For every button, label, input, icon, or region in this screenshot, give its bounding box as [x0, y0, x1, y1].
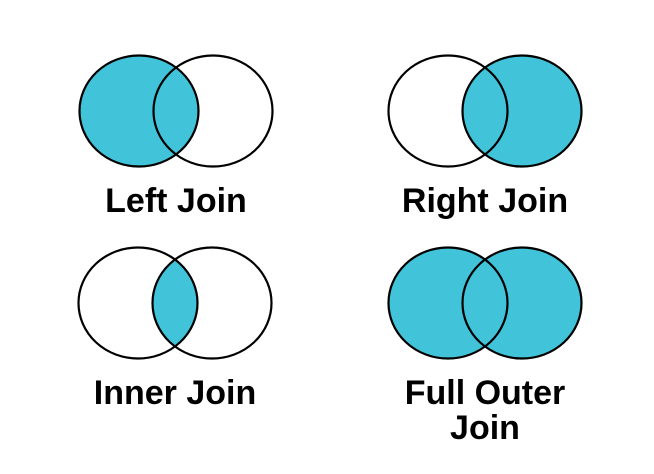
right-circle-shape — [462, 55, 582, 167]
venn-diagram-icon — [387, 246, 583, 360]
intersection-shape — [153, 55, 199, 167]
diagram-label: Full Outer Join — [404, 374, 566, 447]
venn-full-outer-join: Full Outer Join — [367, 238, 603, 446]
intersection-shape — [152, 247, 198, 359]
right-circle-outline — [461, 246, 583, 360]
diagram-label: Inner Join — [93, 374, 257, 412]
left-circle-outline — [78, 54, 200, 168]
diagram-label: Right Join — [401, 182, 569, 220]
venn-right-join: Right Join — [367, 46, 603, 219]
left-circle-outline — [387, 54, 509, 168]
right-circle-outline — [151, 246, 273, 360]
right-circle-outline — [152, 54, 274, 168]
venn-inner-join: Inner Join — [57, 238, 293, 411]
venn-diagram-icon — [78, 54, 274, 168]
diagram-label: Left Join — [105, 182, 247, 220]
left-circle-outline — [77, 246, 199, 360]
right-circle-shape — [462, 247, 582, 359]
venn-diagram-icon — [77, 246, 273, 360]
left-circle-outline — [387, 246, 509, 360]
venn-left-join: Left Join — [58, 46, 294, 219]
right-circle-outline — [461, 54, 583, 168]
venn-diagram-icon — [387, 54, 583, 168]
